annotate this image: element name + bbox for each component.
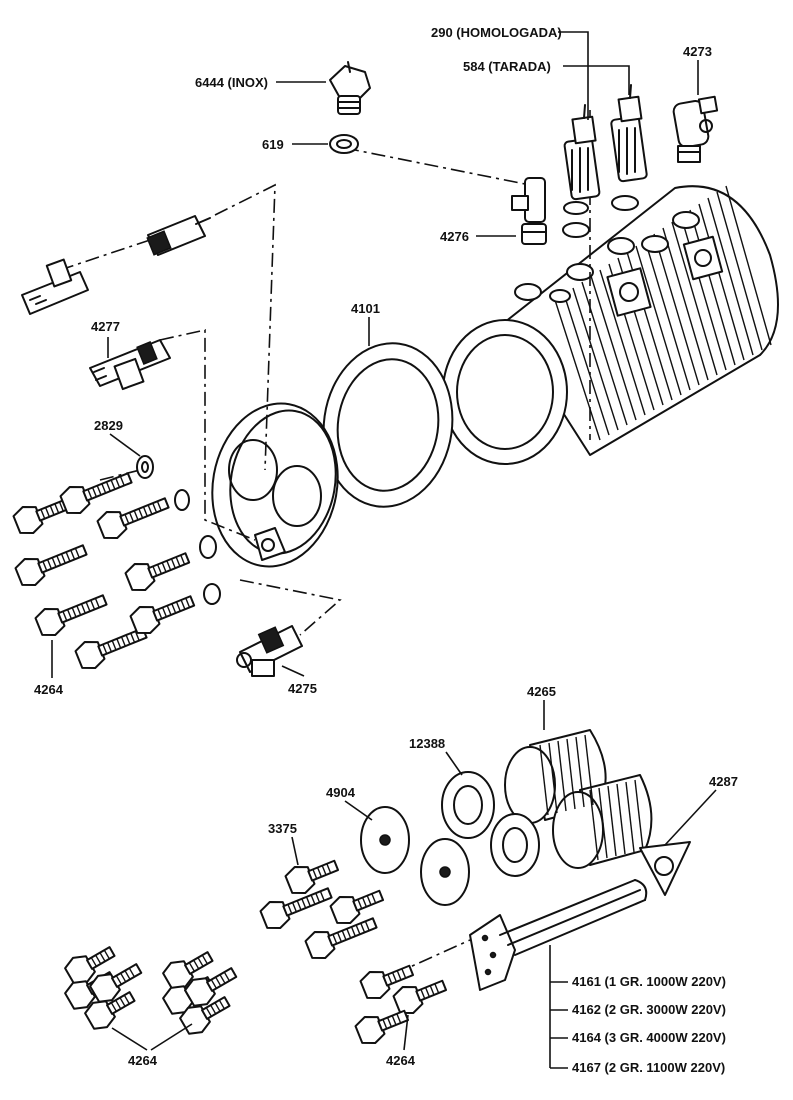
fitting-4277 xyxy=(89,339,171,391)
label-4161: 4161 (1 GR. 1000W 220V) xyxy=(572,974,726,989)
bolt xyxy=(59,472,133,514)
bolt xyxy=(392,979,448,1014)
label-4162: 4162 (2 GR. 3000W 220V) xyxy=(572,1002,726,1017)
bolt-cluster-4264-bottom-right xyxy=(162,951,448,1044)
label-584: 584 (TARADA) xyxy=(463,59,551,74)
heater-element xyxy=(469,879,648,991)
cylinder-rib xyxy=(662,227,709,381)
label-6444: 6444 (INOX) xyxy=(195,75,268,90)
bolt xyxy=(34,594,108,636)
label-4275: 4275 xyxy=(288,681,317,696)
housing-rib xyxy=(575,736,585,808)
cylinder-rib xyxy=(716,191,763,351)
label-4287: 4287 xyxy=(709,774,738,789)
bolt xyxy=(96,497,170,539)
leader-lines xyxy=(51,31,717,1069)
gasket-12388 xyxy=(441,771,540,877)
flange-4904 xyxy=(360,806,470,906)
flange-plate xyxy=(211,402,339,568)
label-4273: 4273 xyxy=(683,44,712,59)
housing-rib xyxy=(616,783,626,855)
cylinder-rib xyxy=(707,197,754,356)
bolt xyxy=(14,544,88,586)
bolt xyxy=(124,552,191,591)
cylinder-rib xyxy=(689,209,736,366)
housing-rib xyxy=(557,740,567,812)
gasket-4287 xyxy=(639,841,691,896)
bolt xyxy=(304,917,378,959)
label-2829: 2829 xyxy=(94,418,123,433)
cylinder-rib xyxy=(644,239,691,391)
label-4904: 4904 xyxy=(326,785,356,800)
bolt xyxy=(354,1009,410,1044)
cylinder-rib xyxy=(563,293,610,436)
washers-small xyxy=(174,489,221,605)
cylinder-rib xyxy=(680,215,727,371)
label-619: 619 xyxy=(262,137,284,152)
fitting-4275 xyxy=(236,625,303,677)
fitting-4276 xyxy=(511,177,547,245)
label-290: 290 (HOMOLOGADA) xyxy=(431,25,562,40)
cylinder-rib xyxy=(554,299,601,441)
housing-rib xyxy=(598,787,608,859)
label-4164: 4164 (3 GR. 4000W 220V) xyxy=(572,1030,726,1045)
washer-619 xyxy=(329,134,359,154)
cylinder-rib xyxy=(635,245,682,396)
bolt xyxy=(162,951,214,990)
cylinder-rib xyxy=(572,287,619,431)
washer-2829 xyxy=(136,455,154,479)
housing-rib xyxy=(625,781,635,853)
label-4101: 4101 xyxy=(351,301,380,316)
bolt-cluster-4264-bottom-left xyxy=(64,946,143,1030)
label-12388: 12388 xyxy=(409,736,445,751)
bolt-cluster-3375 xyxy=(259,859,385,959)
label-4264-bottom-right: 4264 xyxy=(386,1053,416,1068)
fitting-4273 xyxy=(672,95,719,163)
cylinder-rib xyxy=(599,269,646,416)
bolt xyxy=(89,963,143,1003)
tee-fitting-top-left xyxy=(21,258,89,315)
cylinder-rib xyxy=(698,203,745,361)
bolt xyxy=(129,595,196,634)
label-4167: 4167 (2 GR. 1100W 220V) xyxy=(572,1060,725,1075)
valve-290 xyxy=(562,104,601,238)
assembly-guide-lines xyxy=(59,110,591,986)
fitting-6444 xyxy=(329,61,371,115)
label-3375: 3375 xyxy=(268,821,297,836)
housing-rib xyxy=(607,785,617,857)
housing-rib xyxy=(634,779,644,851)
label-4276: 4276 xyxy=(440,229,469,244)
bolt xyxy=(329,889,385,924)
bolt xyxy=(259,887,333,929)
part-labels: 290 (HOMOLOGADA) 584 (TARADA) 4273 6444 … xyxy=(34,25,738,1075)
bolt xyxy=(284,859,340,894)
cylinder-rib xyxy=(671,221,718,376)
gasket-4101 xyxy=(322,342,454,508)
housing-rib xyxy=(539,744,549,816)
bolt xyxy=(74,627,148,669)
housing-rib xyxy=(584,734,594,806)
label-4277: 4277 xyxy=(91,319,120,334)
label-4265: 4265 xyxy=(527,684,556,699)
valve-584 xyxy=(610,84,648,211)
cylinder-rib xyxy=(653,233,700,386)
housing-rib xyxy=(589,789,599,861)
housing-rib xyxy=(566,738,576,810)
bolt xyxy=(359,964,415,999)
boiler-cylinder xyxy=(442,185,779,465)
cylinder-rib xyxy=(725,185,772,346)
bolt xyxy=(84,991,136,1030)
heater-housings-4265 xyxy=(504,729,653,869)
label-4264-top: 4264 xyxy=(34,682,64,697)
housing-rib xyxy=(548,742,558,814)
label-4264-bottom-left: 4264 xyxy=(128,1053,158,1068)
nipple-top-left xyxy=(146,215,211,256)
bolt-cluster-4264-top xyxy=(12,472,196,669)
bolt xyxy=(184,967,238,1007)
cylinder-rib xyxy=(590,275,637,421)
